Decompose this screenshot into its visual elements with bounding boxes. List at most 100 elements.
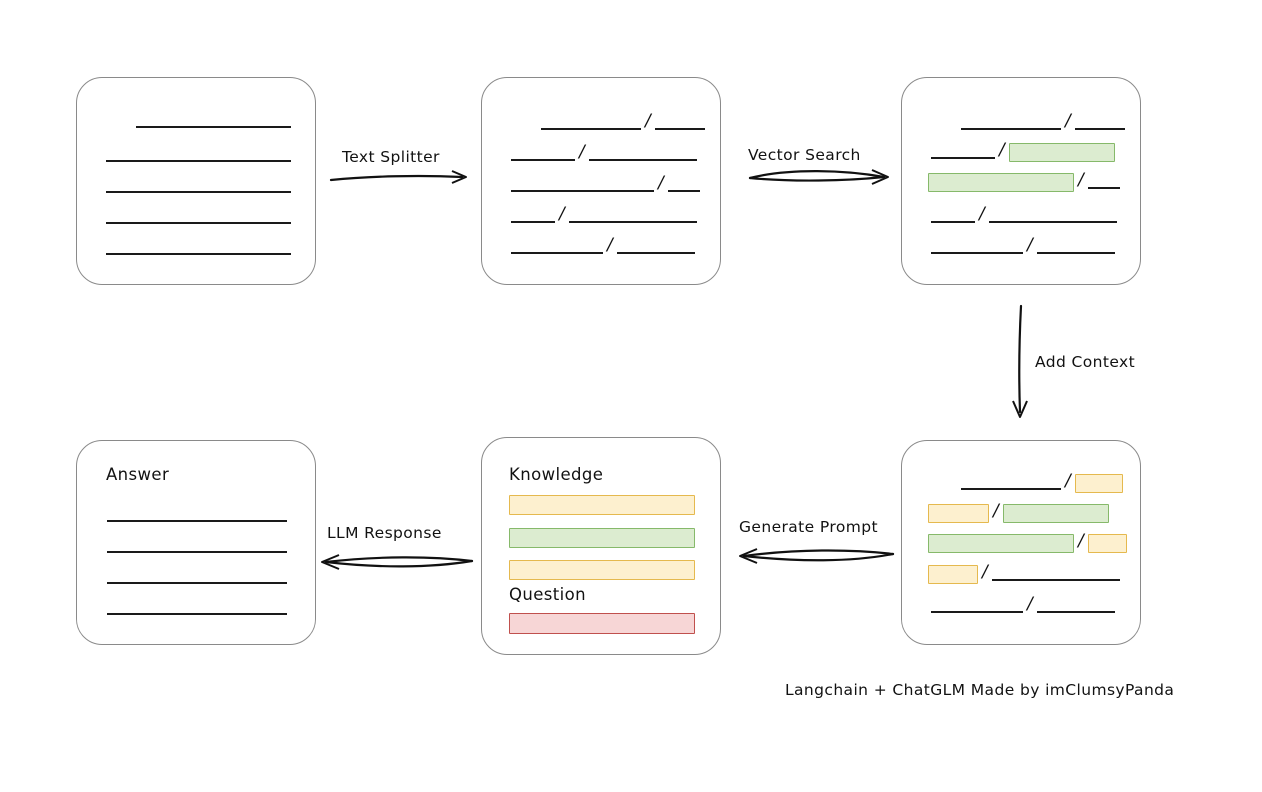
doc-line: / xyxy=(931,111,1125,132)
text-line-segment xyxy=(511,252,603,254)
text-line-segment xyxy=(511,221,555,223)
text-line-segment xyxy=(106,253,291,255)
text-line-segment xyxy=(616,252,695,254)
text-line-segment xyxy=(107,551,287,553)
knowledge-chunk-row xyxy=(509,560,695,580)
doc-line xyxy=(136,112,291,130)
context-chunk-highlight[interactable] xyxy=(928,503,989,523)
chunk-separator: / xyxy=(982,562,988,582)
knowledge-chunk-row xyxy=(509,528,695,548)
doc-line: / xyxy=(511,235,695,256)
chunk-separator: / xyxy=(1078,170,1084,190)
text-line-segment xyxy=(1036,252,1115,254)
text-line-segment xyxy=(1036,611,1115,613)
question-label: Question xyxy=(509,585,586,604)
arrow-add-context xyxy=(1012,304,1028,418)
text-line-segment xyxy=(107,613,287,615)
context-chunk-highlight[interactable] xyxy=(1074,473,1123,493)
matched-chunk-highlight[interactable] xyxy=(1008,142,1115,162)
answer-box[interactable]: Answer xyxy=(76,440,316,645)
doc-line: / xyxy=(511,111,705,132)
chunk-separator: / xyxy=(1065,471,1071,491)
edge-label-llm-response: LLM Response xyxy=(327,524,442,542)
knowledge-chunk-yellow[interactable] xyxy=(509,495,695,515)
text-line-segment xyxy=(541,128,641,130)
text-line-segment xyxy=(931,611,1023,613)
doc-line xyxy=(107,506,287,524)
text-line-segment xyxy=(988,221,1117,223)
arrow-llm-response xyxy=(321,554,474,570)
doc-line xyxy=(106,208,291,226)
edge-label-generate-prompt: Generate Prompt xyxy=(739,518,878,536)
footer-credit: Langchain + ChatGLM Made by imClumsyPand… xyxy=(785,681,1175,699)
doc-line: / xyxy=(511,144,697,163)
text-line-segment xyxy=(588,159,697,161)
edge-label-text-splitter: Text Splitter xyxy=(342,148,440,166)
doc-line: / xyxy=(931,471,1123,493)
arrow-text-splitter xyxy=(329,170,467,184)
chunk-separator: / xyxy=(645,111,651,131)
generated-prompt-box[interactable]: Knowledge Question xyxy=(481,437,721,655)
doc-line: / xyxy=(511,204,697,225)
text-line-segment xyxy=(511,190,654,192)
text-line-segment xyxy=(931,252,1023,254)
text-line-segment xyxy=(568,221,697,223)
context-chunk-highlight[interactable] xyxy=(928,564,978,584)
source-document-box[interactable] xyxy=(76,77,316,285)
edge-label-add-context: Add Context xyxy=(1035,353,1136,371)
knowledge-chunk-row xyxy=(509,495,695,515)
text-line-segment xyxy=(106,191,291,193)
split-chunks-box[interactable]: / / / / / xyxy=(481,77,721,285)
text-line-segment xyxy=(511,159,575,161)
doc-line xyxy=(107,537,287,555)
chunk-separator: / xyxy=(607,235,613,255)
chunk-separator: / xyxy=(999,140,1005,160)
context-document-box[interactable]: / / / / / xyxy=(901,440,1141,645)
question-chunk-row xyxy=(509,612,695,634)
doc-line: / xyxy=(931,204,1117,225)
doc-line: / xyxy=(931,140,1115,162)
chunk-separator: / xyxy=(559,204,565,224)
text-line-segment xyxy=(136,126,291,128)
doc-line: / xyxy=(511,173,700,194)
matched-chunk-highlight[interactable] xyxy=(928,533,1074,553)
doc-line xyxy=(107,599,287,617)
matched-chunk-highlight[interactable] xyxy=(1002,503,1109,523)
knowledge-chunk-yellow[interactable] xyxy=(509,560,695,580)
doc-line: / xyxy=(928,531,1127,553)
text-line-segment xyxy=(1074,128,1125,130)
question-chunk-red[interactable] xyxy=(509,612,695,634)
context-chunk-highlight[interactable] xyxy=(1087,533,1127,553)
answer-title: Answer xyxy=(106,465,170,484)
text-line-segment xyxy=(991,579,1120,581)
chunk-separator: / xyxy=(1027,235,1033,255)
doc-line: / xyxy=(928,170,1120,192)
chunk-separator: / xyxy=(1065,111,1071,131)
arrow-vector-search xyxy=(748,169,889,185)
text-line-segment xyxy=(107,520,287,522)
doc-line: / xyxy=(928,562,1120,584)
chunk-separator: / xyxy=(993,501,999,521)
edge-label-vector-search: Vector Search xyxy=(748,146,861,164)
doc-line xyxy=(106,146,291,164)
doc-line xyxy=(107,568,287,586)
text-line-segment xyxy=(654,128,705,130)
chunk-separator: / xyxy=(1027,594,1033,614)
doc-line: / xyxy=(931,594,1115,615)
text-line-segment xyxy=(931,157,995,159)
doc-line: / xyxy=(928,501,1109,523)
knowledge-chunk-green[interactable] xyxy=(509,528,695,548)
chunk-separator: / xyxy=(658,173,664,193)
chunk-separator: / xyxy=(979,204,985,224)
doc-line xyxy=(106,239,291,257)
vector-matched-chunks-box[interactable]: / / / / / xyxy=(901,77,1141,285)
matched-chunk-highlight[interactable] xyxy=(928,172,1074,192)
text-line-segment xyxy=(931,221,975,223)
text-line-segment xyxy=(961,128,1061,130)
chunk-separator: / xyxy=(1078,531,1084,551)
text-line-segment xyxy=(961,488,1061,490)
text-line-segment xyxy=(106,160,291,162)
text-line-segment xyxy=(106,222,291,224)
doc-line xyxy=(106,177,291,195)
knowledge-label: Knowledge xyxy=(509,465,604,484)
